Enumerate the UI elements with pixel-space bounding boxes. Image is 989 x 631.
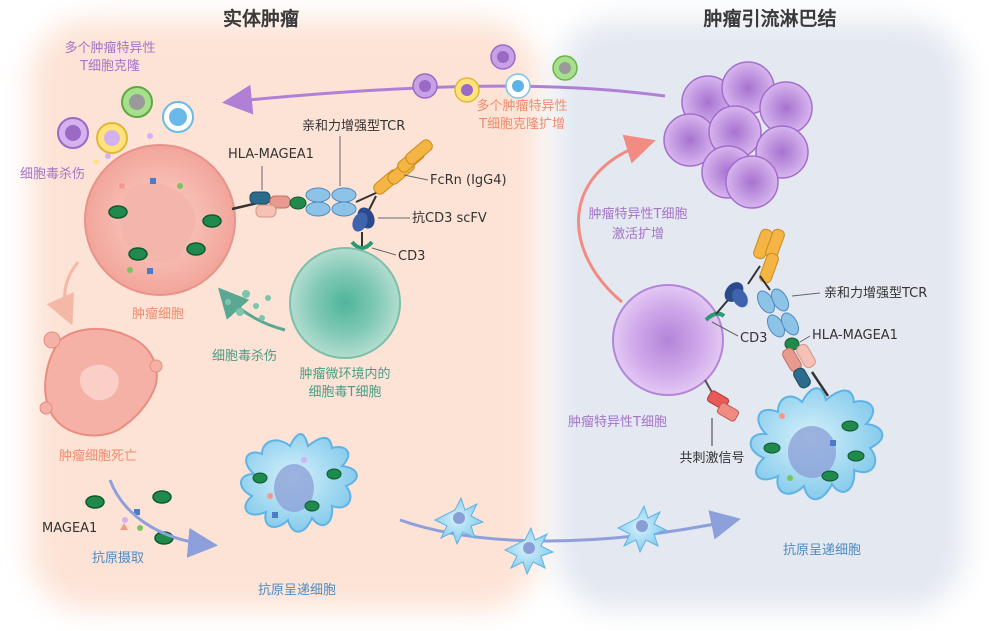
label-clones-line2: T细胞克隆 — [80, 59, 140, 74]
death-arrow — [46, 261, 80, 326]
label-tumor-cell: 肿瘤细胞 — [132, 307, 185, 322]
label-uptake: 抗原摄取 — [92, 551, 145, 566]
label-expansion-line2: T细胞克隆扩增 — [479, 117, 565, 132]
label-tcr-right: 亲和力增强型TCR — [824, 286, 928, 301]
label-magea1: MAGEA1 — [42, 521, 98, 536]
leader-lines — [261, 136, 821, 343]
label-tumor-death: 肿瘤细胞死亡 — [58, 449, 138, 464]
label-cd3-right: CD3 — [740, 331, 768, 346]
label-activation-line2: 激活扩增 — [611, 227, 665, 242]
cytotoxic-particles — [225, 290, 271, 321]
apc-left — [240, 433, 358, 533]
title-lymph-node: 肿瘤引流淋巴结 — [703, 8, 837, 30]
label-hla-right: HLA-MAGEA1 — [812, 328, 898, 343]
label-apc-left: 抗原呈递细胞 — [257, 583, 337, 598]
label-specific-t: 肿瘤特异性T细胞 — [568, 415, 667, 430]
t-cell-cluster — [663, 61, 813, 209]
dying-tumor-cell — [39, 327, 163, 437]
activation-arrow — [577, 134, 656, 304]
tumor-cell — [84, 144, 236, 296]
label-fcrn: FcRn (IgG4) — [430, 173, 507, 188]
t-cell-clones — [57, 86, 194, 165]
cytotoxic-t-cell — [289, 247, 401, 359]
label-cytotoxic-mid: 细胞毒杀伤 — [212, 349, 278, 364]
label-cytotoxic-left: 细胞毒杀伤 — [20, 167, 86, 182]
tcr-complex-left — [231, 139, 433, 262]
apc-right — [749, 387, 884, 501]
label-activation-line1: 肿瘤特异性T细胞 — [588, 207, 688, 222]
label-costim: 共刺激信号 — [679, 451, 745, 466]
antigen-uptake — [85, 479, 218, 558]
migrating-apcs — [433, 496, 668, 576]
migrating-t-cells — [412, 44, 578, 103]
label-cd3-left: CD3 — [398, 249, 426, 264]
label-apc-right: 抗原呈递细胞 — [782, 543, 862, 558]
label-clones-line1: 多个肿瘤特异性 — [64, 41, 156, 56]
title-solid-tumor: 实体肿瘤 — [222, 8, 300, 30]
return-arrow — [222, 84, 666, 115]
label-tme-t-line1: 肿瘤微环境内的 — [299, 367, 391, 382]
tcr-complex-right — [704, 228, 830, 397]
label-tme-t-line2: 细胞毒T细胞 — [308, 385, 382, 400]
label-tcr-top: 亲和力增强型TCR — [302, 119, 406, 134]
migration-arrow-bottom — [399, 510, 741, 543]
label-scfv: 抗CD3 scFV — [412, 211, 487, 226]
tumor-specific-t-cell — [612, 284, 724, 396]
costim-receptor — [704, 379, 740, 446]
label-expansion-line1: 多个肿瘤特异性 — [476, 99, 568, 114]
label-hla-left: HLA-MAGEA1 — [228, 147, 314, 162]
cytotoxic-arrow-mid — [217, 287, 286, 332]
